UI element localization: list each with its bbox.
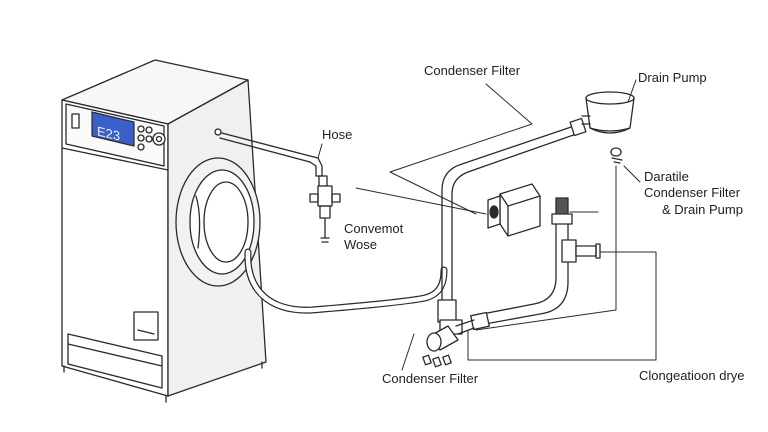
drain-pump-cup (581, 91, 635, 134)
label-condenser-filter-top: Condenser Filter (424, 63, 521, 78)
valve-fitting (309, 185, 341, 243)
main-pipe (441, 117, 587, 301)
label-clongeatioon: Clongeatioon drye (639, 368, 745, 383)
pump-clip (610, 147, 623, 164)
label-hose: Hose (322, 127, 353, 142)
label-convemot-wose: Convemot Wose (344, 221, 403, 254)
condenser-filter-box (487, 183, 541, 237)
bottom-junction (422, 299, 475, 368)
error-display: E23 (91, 111, 135, 147)
label-daratile-group: Daratile Condenser Filter & Drain Pump (644, 169, 743, 218)
label-drain-pump: Drain Pump (638, 70, 707, 85)
leader-lines (317, 79, 657, 371)
label-wose: Wose (344, 237, 377, 253)
label-daratile-drain-pump: & Drain Pump (662, 201, 743, 217)
label-condenser-filter-bottom: Condenser Filter (382, 371, 479, 386)
lower-pipe (470, 197, 601, 331)
label-daratile: Daratile (644, 169, 689, 184)
label-convemot: Convemot (344, 221, 404, 236)
error-code: E23 (97, 124, 120, 144)
label-daratile-condenser: Condenser Filter (644, 185, 741, 201)
machine-door (175, 157, 261, 287)
corrugated-hose (244, 248, 448, 314)
